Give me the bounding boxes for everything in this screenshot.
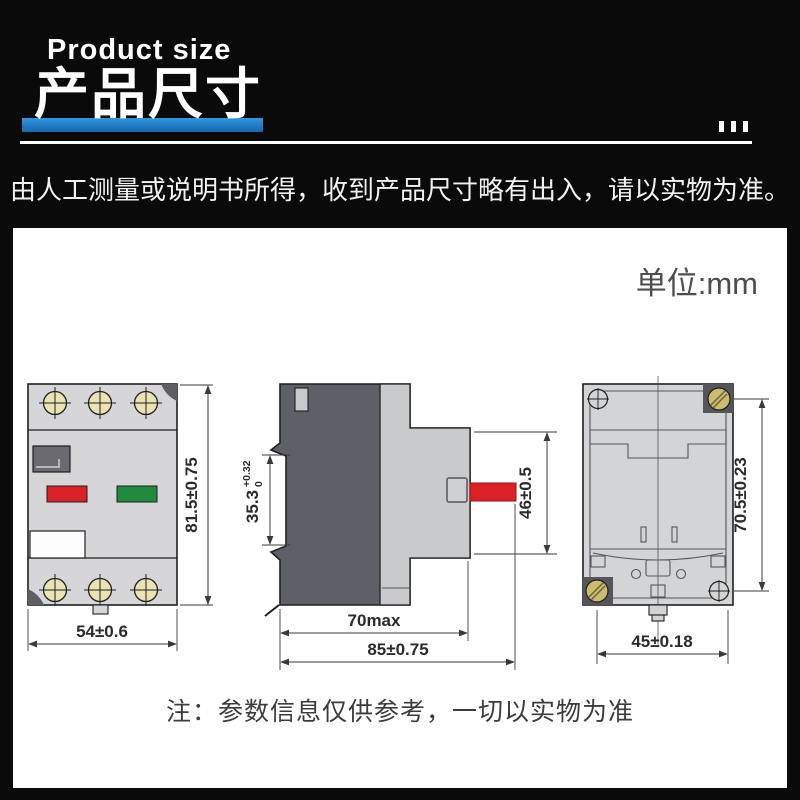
start-button-green (116, 485, 158, 503)
dim-text: 35.3 (243, 490, 262, 523)
header-divider (20, 141, 752, 144)
dial-notch (36, 459, 60, 468)
stop-button-red (46, 485, 88, 503)
dim-tolerance-upper: +0.32 (241, 460, 253, 487)
terminal-screw-icon (130, 387, 162, 419)
brass-screw-icon (583, 577, 613, 605)
bottom-stud-tip (651, 614, 665, 622)
screw-terminals (39, 387, 162, 606)
header-ticks-icon (719, 121, 748, 132)
center-boss (650, 584, 666, 598)
dimension-panel: 单位:mm (13, 228, 787, 788)
clip-right (710, 555, 726, 568)
dim-tolerance-lower: 0 (253, 481, 265, 487)
dimension-front-height: 81.5±0.75 (180, 384, 213, 606)
mounting-screw-icon (708, 580, 730, 602)
subtitle-english: Product size (47, 34, 232, 66)
terminal-screw-icon (84, 574, 116, 606)
dim-text: 70.5±0.23 (731, 457, 750, 533)
inner-contour (589, 390, 727, 599)
side-front-section (379, 383, 471, 606)
inner-step (589, 430, 727, 459)
dim-text: 81.5±0.75 (182, 457, 201, 533)
dim-text: 46±0.5 (516, 467, 535, 519)
button-outline (446, 477, 468, 503)
detail-hole-right (675, 568, 687, 580)
dimension-total-depth: 85±0.75 (280, 504, 516, 670)
dim-text: 85±0.75 (367, 640, 428, 659)
din-clip-tick (264, 604, 280, 617)
dimension-front-section: 46±0.5 (474, 431, 557, 555)
technical-drawing: 81.5±0.75 54±0.6 (27, 376, 769, 670)
front-view: 81.5±0.75 54±0.6 (27, 383, 213, 651)
footnote: 注：参数信息仅供参考，一切以实物为准 (165, 698, 634, 726)
dim-text: 70max (348, 611, 401, 630)
center-latch (645, 559, 671, 577)
unit-label: 单位:mm (635, 266, 758, 301)
brass-screw-icon (703, 384, 733, 413)
front-corner-dark-bl (28, 589, 44, 605)
dimension-screw-spacing-v: 70.5±0.23 (731, 398, 769, 592)
bottom-tab (92, 604, 109, 615)
dimension-screw-spacing-h: 45±0.18 (596, 610, 729, 664)
label-window (29, 530, 86, 559)
top-clip (294, 387, 309, 412)
detail-hole-left (630, 568, 642, 580)
dim-text: 54±0.6 (76, 622, 128, 641)
dimension-body-depth: 70max (279, 561, 469, 670)
terminal-screw-icon (39, 574, 71, 606)
side-red-button (469, 482, 517, 502)
terminal-screw-icon (130, 574, 162, 606)
page-title: 产品尺寸 (34, 63, 263, 125)
pin-left (640, 526, 647, 543)
adjustment-dial (32, 445, 71, 473)
accent-underline-bar (22, 118, 263, 132)
back-view: 70.5±0.23 45±0.18 (582, 376, 769, 664)
bottom-stud (648, 604, 668, 616)
clip-left (590, 555, 606, 568)
dimension-front-width: 54±0.6 (27, 609, 178, 651)
terminal-screw-icon (39, 387, 71, 419)
dimension-rail-slot: 35.3 +0.32 0 (241, 454, 290, 546)
dim-text: 45±0.18 (631, 632, 692, 651)
measurement-notice: 由人工测量或说明书所得，收到产品尺寸略有出入，请以实物为准。 (9, 175, 790, 205)
terminal-screw-icon (84, 387, 116, 419)
front-corner-dark-tr (161, 384, 177, 401)
pin-right (671, 526, 678, 543)
mounting-screw-icon (587, 388, 609, 410)
side-view: 35.3 +0.32 0 46±0.5 (241, 383, 557, 670)
